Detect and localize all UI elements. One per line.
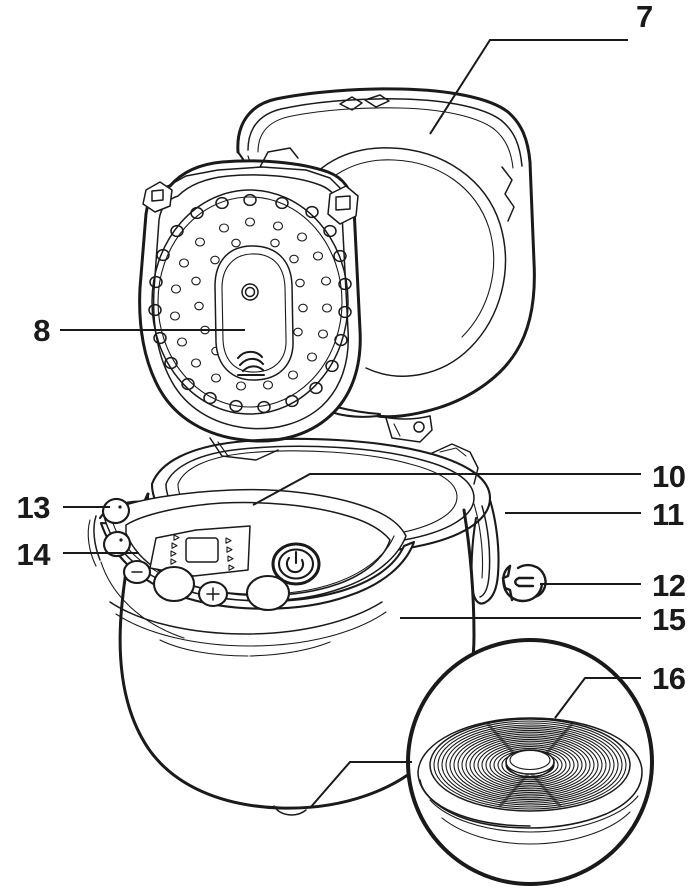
inner-lid-perforations xyxy=(148,193,352,414)
leader-16 xyxy=(554,677,641,719)
callout-number-14: 14 xyxy=(17,537,52,572)
leader-10 xyxy=(252,473,641,506)
cooker-body-group xyxy=(87,437,500,816)
inner-lid-group xyxy=(138,147,362,461)
power-button[interactable] xyxy=(271,542,321,586)
coil-spiral xyxy=(429,718,631,812)
callout-numbers: 7 8 10 11 12 15 13 14 16 xyxy=(17,0,687,696)
callout-number-11: 11 xyxy=(652,497,684,532)
carrying-handle[interactable] xyxy=(470,498,500,605)
callout-number-15: 15 xyxy=(652,602,686,637)
plus-button[interactable] xyxy=(197,580,229,608)
callout-number-13: 13 xyxy=(17,490,51,525)
leader-7 xyxy=(429,39,628,135)
callout-number-7: 7 xyxy=(636,0,653,34)
power-cord-icon xyxy=(501,564,547,603)
leader-16-body-link xyxy=(309,761,412,809)
callout-number-8: 8 xyxy=(33,313,50,348)
callout-number-16: 16 xyxy=(652,661,686,696)
lcd-display xyxy=(149,525,251,577)
callout-number-12: 12 xyxy=(652,568,685,603)
keep-warm-button[interactable] xyxy=(245,574,291,612)
steam-waves-symbol xyxy=(236,350,266,377)
callout-number-10: 10 xyxy=(652,459,685,494)
callout-leaders xyxy=(60,39,641,809)
minus-button[interactable] xyxy=(122,559,152,585)
lid-release-button[interactable] xyxy=(100,496,131,526)
coil-detail-group xyxy=(406,638,654,886)
menu-button[interactable] xyxy=(101,529,132,559)
center-round-button[interactable] xyxy=(152,565,196,603)
